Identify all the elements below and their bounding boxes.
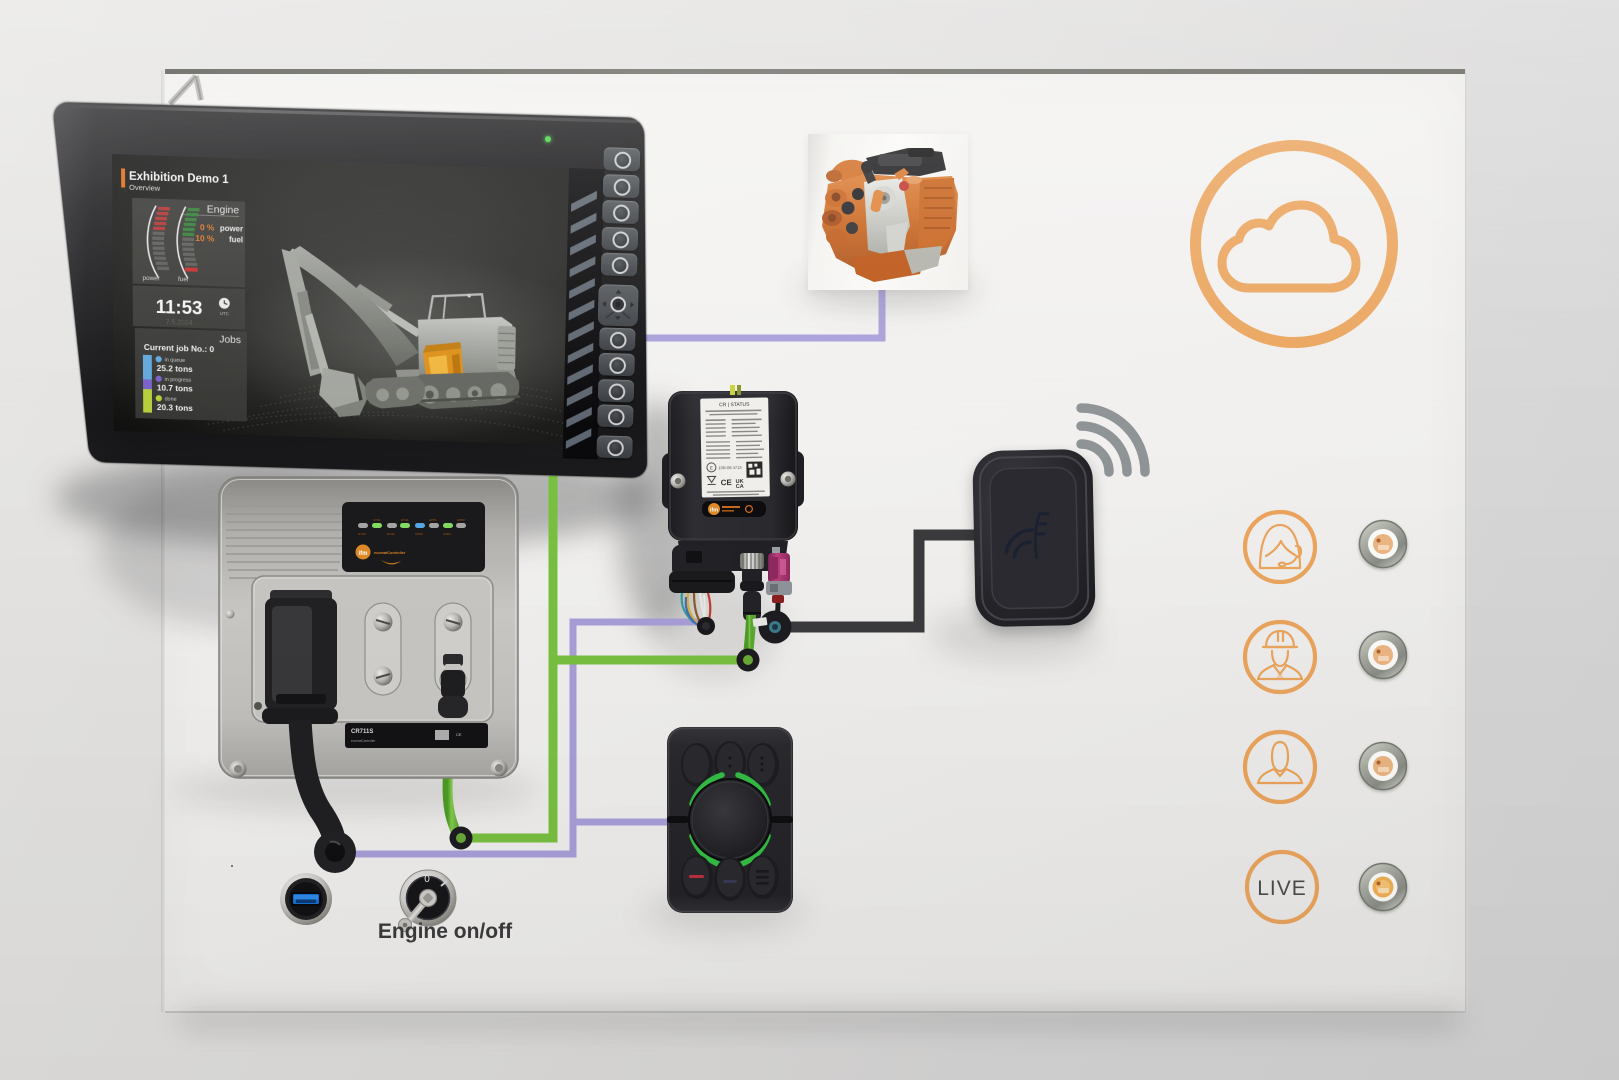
svg-text:ifm: ifm	[359, 551, 368, 557]
svg-text:SYS1: SYS1	[373, 518, 381, 522]
svg-text:Jobs: Jobs	[219, 334, 241, 346]
svg-text:E: E	[710, 465, 713, 470]
svg-text:ecomatController: ecomatController	[374, 551, 406, 555]
svg-text:APP1: APP1	[429, 518, 437, 522]
svg-text:CR | STATUS: CR | STATUS	[719, 402, 750, 409]
svg-text:CR711S: CR711S	[351, 729, 373, 735]
svg-text:UK: UK	[736, 479, 744, 485]
svg-text:CE: CE	[721, 478, 733, 487]
svg-text:Current job No.: 0: Current job No.: 0	[144, 342, 215, 354]
svg-text:CE: CE	[456, 732, 462, 737]
svg-text:SYS0: SYS0	[358, 532, 366, 536]
svg-text:11:53: 11:53	[156, 297, 203, 319]
svg-text:fuel: fuel	[178, 276, 189, 283]
svg-text:0 %: 0 %	[200, 222, 215, 232]
svg-text:in progress: in progress	[165, 377, 192, 384]
svg-text:LIVE: LIVE	[1257, 877, 1307, 900]
svg-text:Exhibition Demo 1: Exhibition Demo 1	[129, 170, 229, 186]
svg-text:APP2: APP2	[443, 532, 451, 536]
svg-text:Engine: Engine	[207, 204, 239, 217]
svg-text:Overview: Overview	[129, 183, 161, 193]
svg-text:UTC: UTC	[220, 311, 230, 316]
svg-text:10R-06 4713: 10R-06 4713	[718, 465, 742, 470]
svg-text:0: 0	[424, 874, 430, 885]
svg-text:ecomatController: ecomatController	[351, 739, 376, 743]
svg-text:power: power	[220, 224, 244, 234]
svg-text:APP3: APP3	[457, 518, 465, 522]
svg-text:7.5.2024: 7.5.2024	[166, 319, 193, 327]
svg-text:fuel: fuel	[229, 235, 243, 244]
svg-text:ifm: ifm	[710, 508, 718, 514]
svg-text:APP0: APP0	[415, 532, 423, 536]
svg-text:in queue: in queue	[165, 357, 186, 363]
svg-text:done: done	[165, 397, 177, 403]
svg-text:10 %: 10 %	[195, 233, 214, 243]
svg-text:ETH1: ETH1	[401, 518, 409, 522]
svg-text:25.2 tons: 25.2 tons	[157, 363, 193, 374]
svg-text:power: power	[142, 275, 160, 282]
svg-text:CA: CA	[736, 484, 744, 490]
svg-text:20.3 tons: 20.3 tons	[157, 402, 193, 413]
svg-text:ETH0: ETH0	[387, 532, 395, 536]
svg-text:10.7 tons: 10.7 tons	[157, 383, 193, 394]
